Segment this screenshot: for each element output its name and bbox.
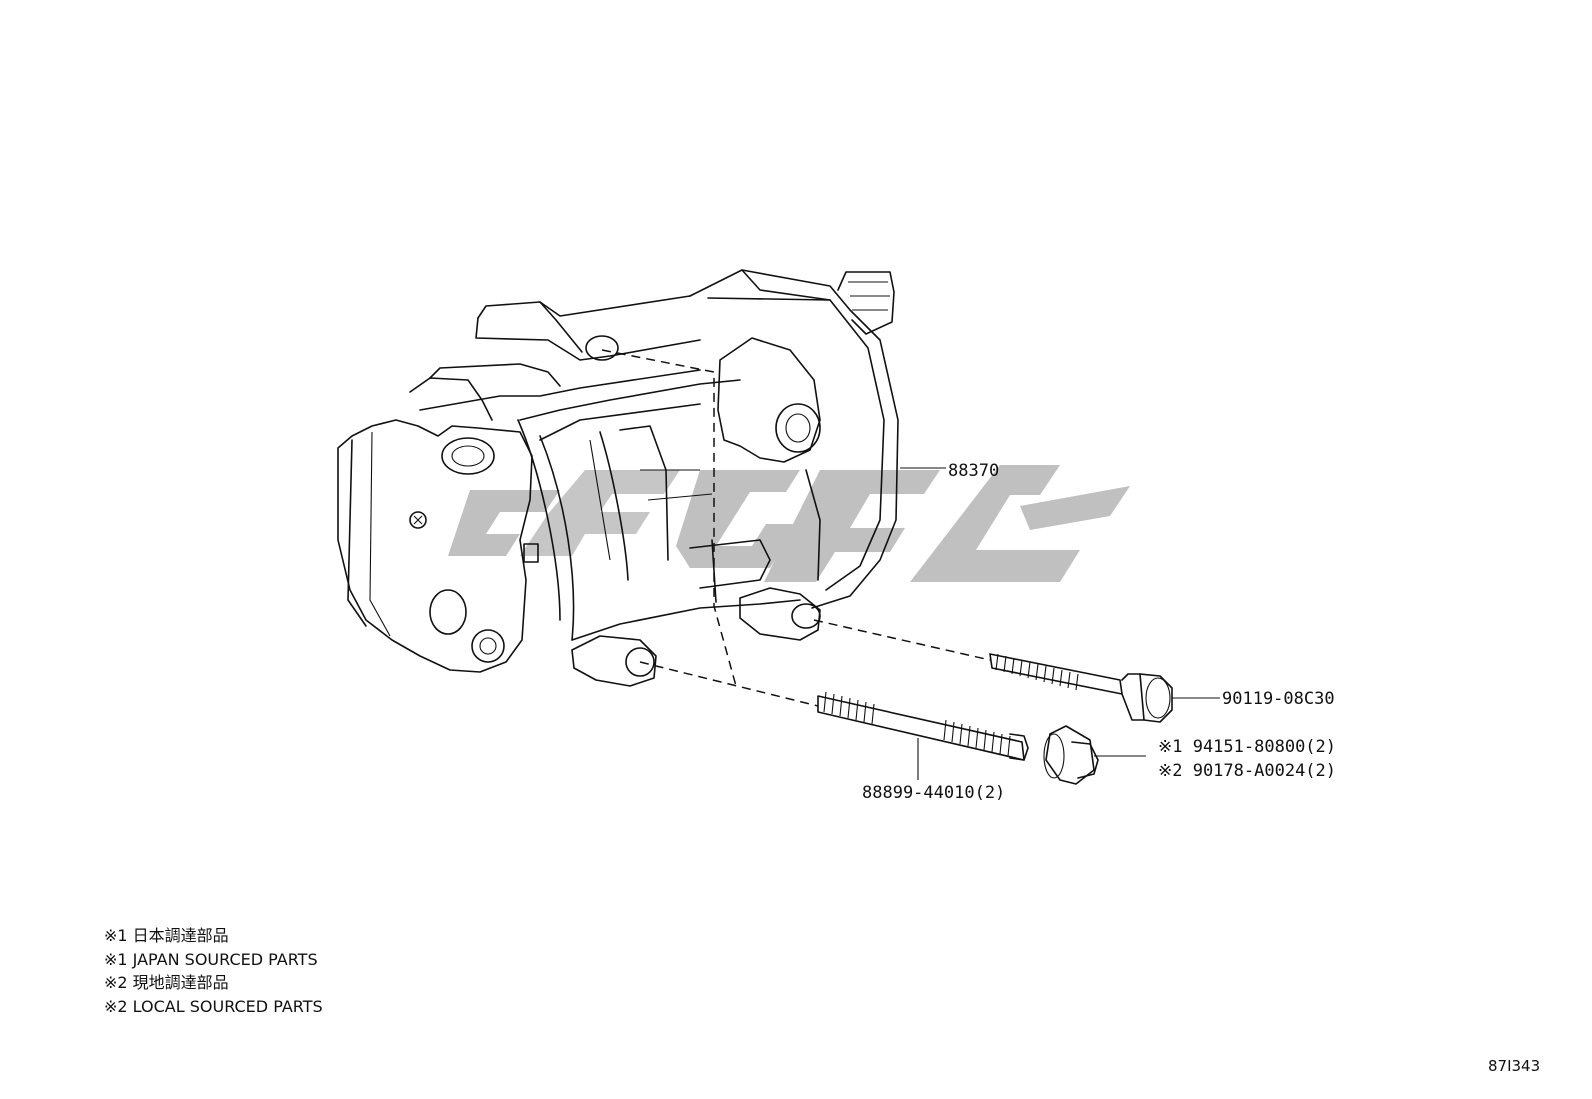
compressor-assembly — [337, 269, 899, 687]
nut-flange — [1043, 725, 1099, 785]
part-label-90119-08c30: 90119-08C30 — [1222, 689, 1335, 709]
bolt-90119-08c30 — [989, 653, 1173, 723]
assembly-guide-lines — [601, 349, 991, 707]
part-label-88899-44010: 88899-44010(2) — [862, 783, 1005, 803]
leader-lines — [900, 467, 1220, 780]
legend-line: ※1 日本調達部品 — [104, 926, 229, 945]
watermark-logo — [448, 465, 1130, 582]
legend-line: ※2 現地調達部品 — [104, 973, 229, 992]
legend-line: ※1 JAPAN SOURCED PARTS — [104, 949, 318, 969]
stud-88899-44010 — [817, 691, 1029, 761]
footnote-legend: ※1 日本調達部品 ※1 JAPAN SOURCED PARTS ※2 現地調達… — [104, 924, 323, 1018]
part-label-nut-japan: ※1 94151-80800(2) — [1158, 737, 1336, 757]
illustration-code: 87I343 — [1488, 1057, 1541, 1075]
part-label-88370: 88370 — [948, 461, 999, 481]
legend-line: ※2 LOCAL SOURCED PARTS — [104, 996, 323, 1016]
part-label-nut-local: ※2 90178-A0024(2) — [1158, 761, 1336, 781]
